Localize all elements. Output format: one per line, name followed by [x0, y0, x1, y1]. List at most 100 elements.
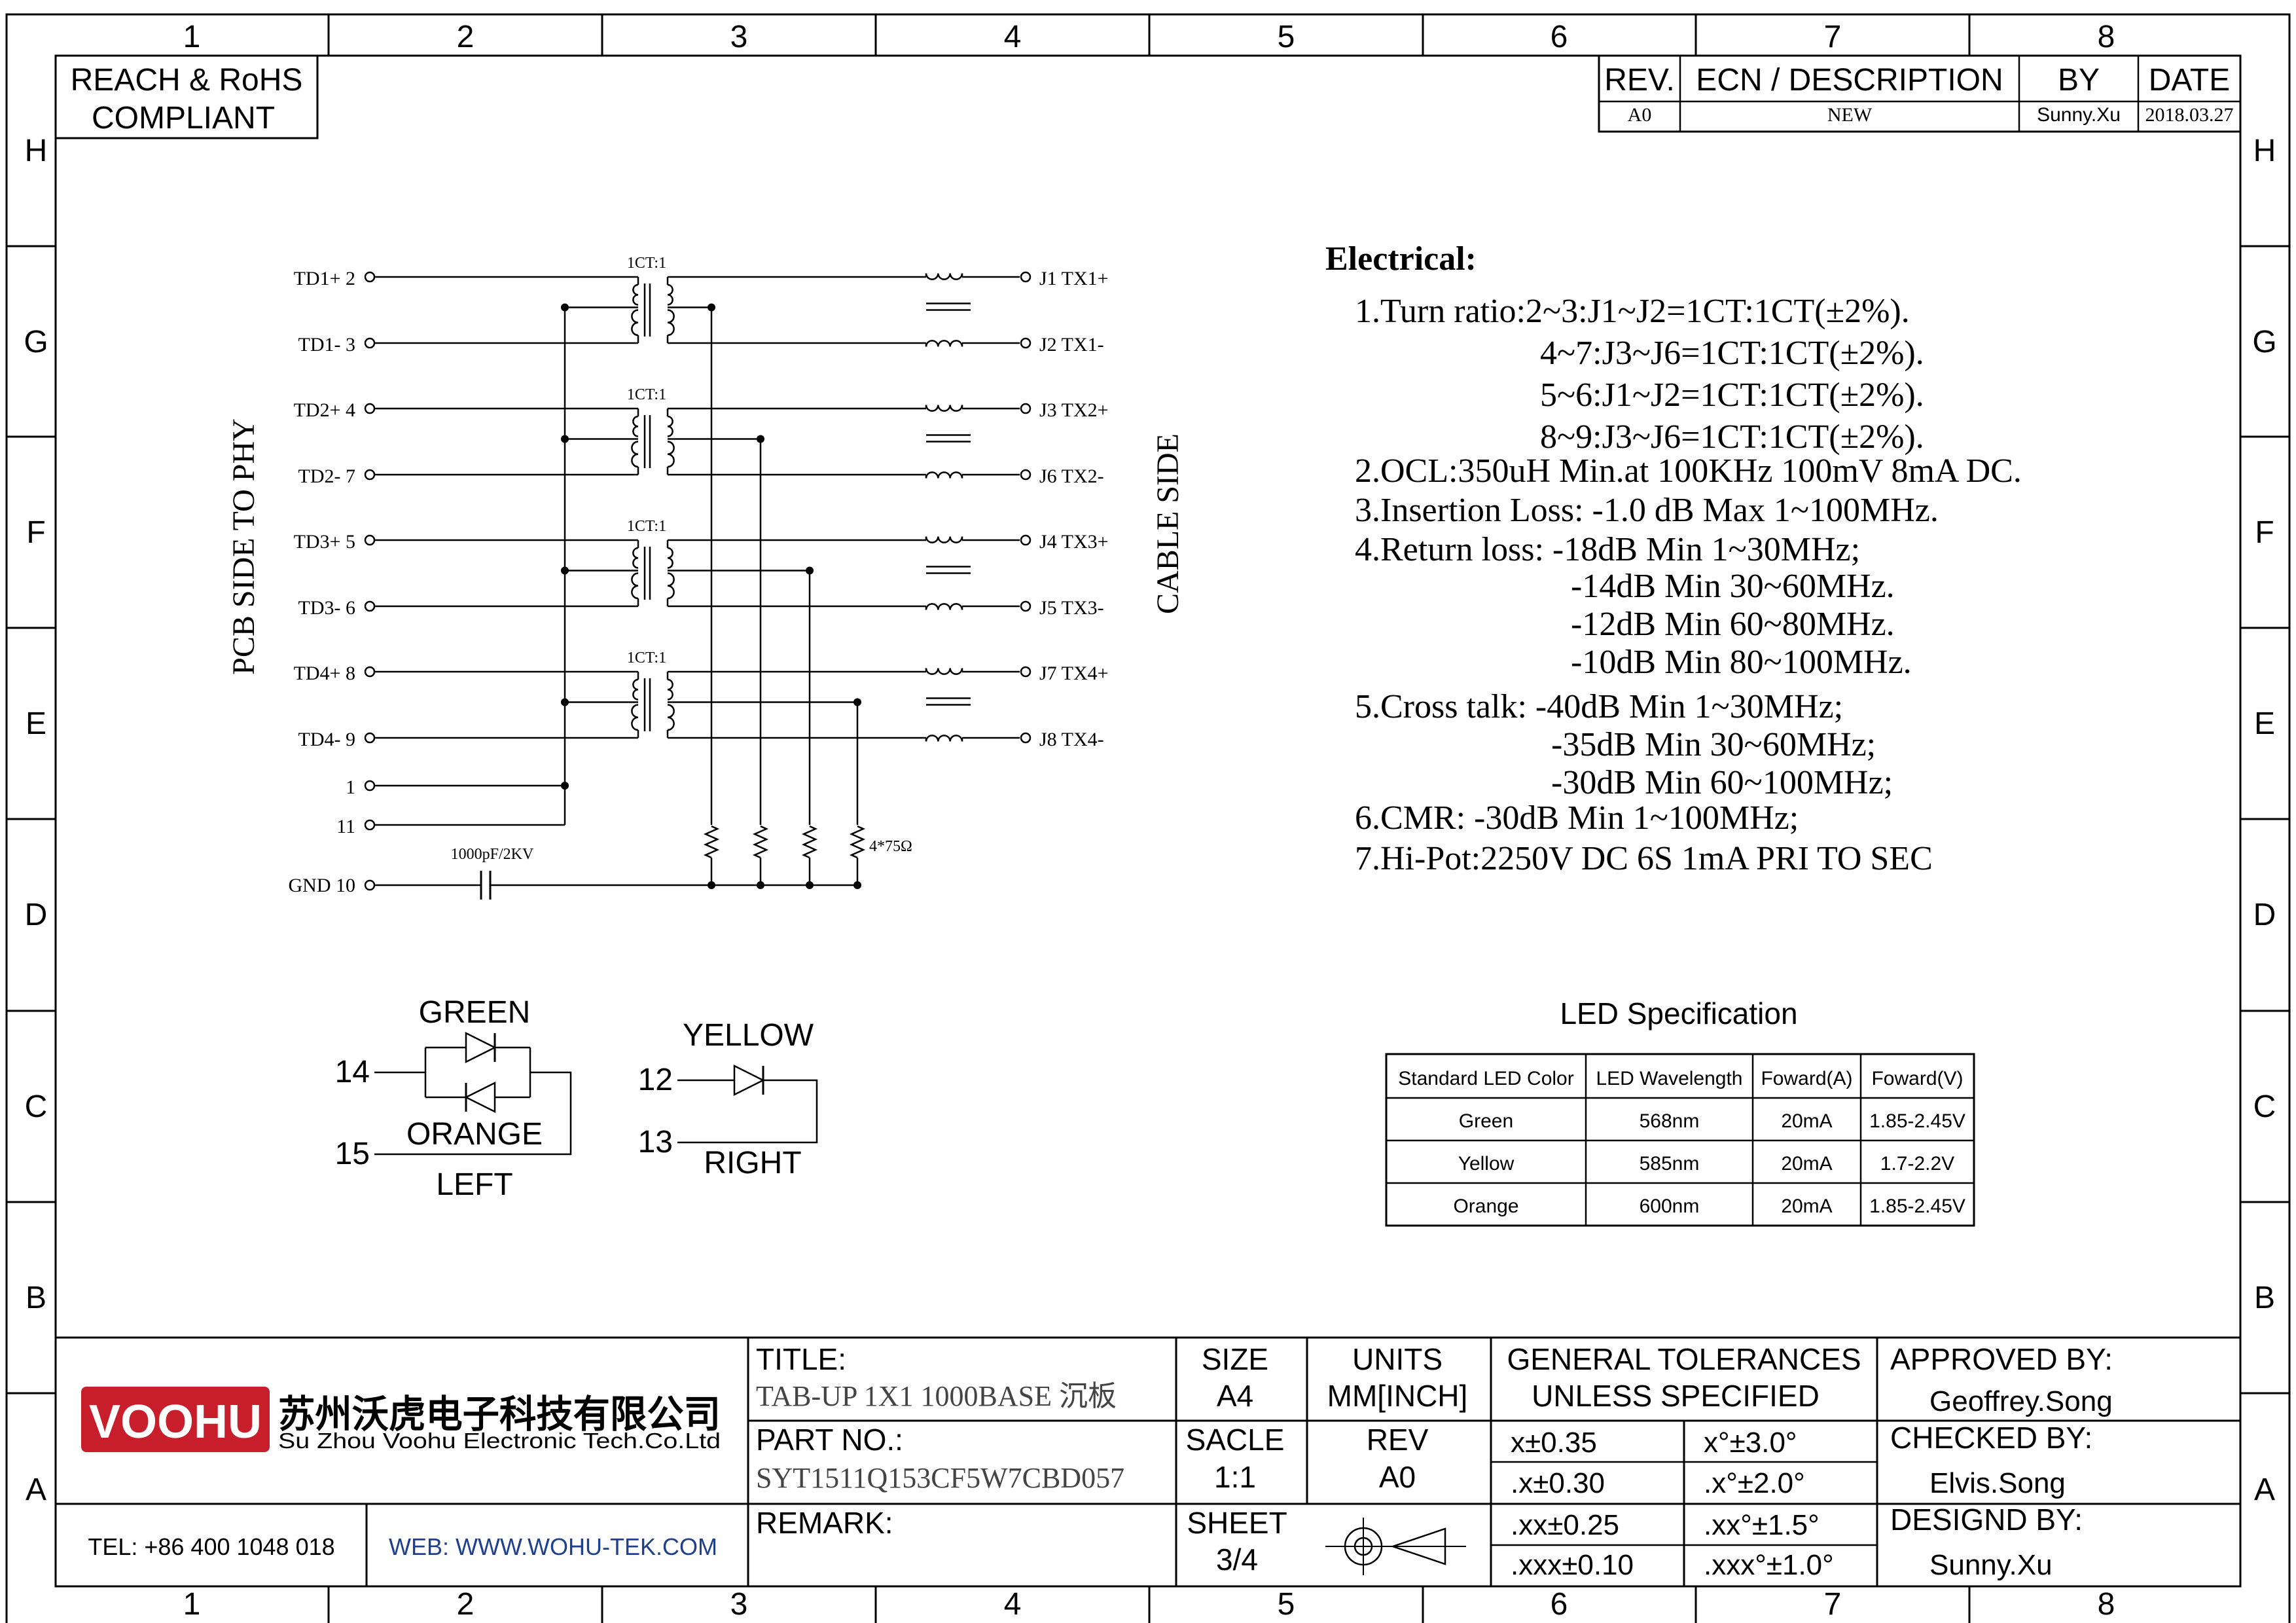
transformer-coil [667, 309, 675, 337]
designed-label: DESIGND BY: [1890, 1503, 2083, 1537]
tolerance-angular: x°±3.0° [1704, 1427, 1797, 1459]
zone-row-label: G [2252, 325, 2276, 359]
led-label: GREEN [419, 995, 531, 1030]
title-value: TAB-UP 1X1 1000BASE 沉板 [756, 1380, 1117, 1412]
transformer-coil [631, 309, 639, 337]
rev-value: A0 [1379, 1460, 1416, 1494]
choke-coil [925, 668, 963, 675]
pin-terminal [1020, 337, 1031, 349]
zone-row-label: A [26, 1472, 46, 1507]
junction-dot [561, 698, 569, 706]
electrical-line: -10dB Min 80~100MHz. [1571, 644, 1912, 681]
compliance-line: COMPLIANT [92, 101, 275, 136]
designed-value: Sunny.Xu [1929, 1549, 2053, 1581]
led-pin-label: 13 [638, 1125, 673, 1159]
pin-label: TD1- 3 [298, 334, 355, 356]
pin-label: J8 TX4- [1039, 729, 1104, 750]
zone-column-label: 3 [730, 1587, 748, 1622]
pin-terminal [364, 469, 376, 481]
zone-row-label: F [2255, 515, 2274, 550]
pin-label: TD2- 7 [298, 465, 355, 487]
zone-row-label: B [2254, 1281, 2275, 1315]
electrical-spec: Electrical:1.Turn ratio:2~3:J1~J2=1CT:1C… [1325, 240, 2022, 877]
ratio-label: 1CT:1 [627, 255, 666, 272]
led-spec-header: Foward(V) [1871, 1068, 1963, 1089]
zone-column-label: 4 [1004, 20, 1022, 54]
scale-label: SACLE [1186, 1423, 1285, 1457]
transformer-coil [667, 547, 673, 569]
pin-label: J3 TX2+ [1039, 399, 1109, 421]
electrical-line: 2.OCL:350uH Min.at 100KHz 100mV 8mA DC. [1355, 452, 2022, 490]
ratio-label: 1CT:1 [627, 518, 666, 535]
transformer-coil [631, 704, 639, 731]
revision-cell: A0 [1628, 104, 1652, 126]
rev-label: REV [1367, 1423, 1429, 1457]
sheet-label: SHEET [1187, 1506, 1287, 1540]
electrical-line: 4.Return loss: -18dB Min 1~30MHz; [1355, 531, 1860, 568]
led-spec-header: LED Wavelength [1596, 1068, 1742, 1089]
revision-cell: Sunny.Xu [2037, 104, 2121, 126]
led-pin-label: 14 [335, 1055, 370, 1089]
choke-coil [925, 405, 963, 412]
transformer-coil [631, 441, 639, 468]
electrical-line: 6.CMR: -30dB Min 1~100MHz; [1355, 799, 1799, 837]
led-label: YELLOW [683, 1018, 814, 1053]
zone-row-label: F [26, 515, 45, 550]
sheet-value: 3/4 [1216, 1542, 1258, 1577]
pin-terminal [364, 271, 376, 283]
pin-terminal [364, 534, 376, 546]
led-pin-label: 12 [638, 1063, 673, 1097]
led-spec-cell: 20mA [1781, 1110, 1832, 1132]
tolerance-angular: .xxx°±1.0° [1704, 1549, 1834, 1581]
pin-terminal [1020, 271, 1031, 283]
electrical-line: 3.Insertion Loss: -1.0 dB Max 1~100MHz. [1355, 492, 1939, 529]
zone-row-label: C [2253, 1089, 2276, 1124]
part-value: SYT1511Q153CF5W7CBD057 [756, 1462, 1124, 1494]
tolerance-header: GENERAL TOLERANCES [1507, 1342, 1861, 1376]
company-web: WEB: WWW.WOHU-TEK.COM [389, 1533, 717, 1560]
pin-label: J2 TX1- [1039, 334, 1104, 356]
revision-header: BY [2058, 63, 2100, 98]
electrical-title: Electrical: [1325, 240, 1477, 278]
junction-dot [561, 435, 569, 443]
led-spec-header: Standard LED Color [1398, 1068, 1573, 1089]
zone-row-label: C [25, 1089, 48, 1124]
pin-terminal [364, 600, 376, 612]
zone-row-label: D [2253, 898, 2276, 932]
zone-column-label: 1 [183, 1587, 201, 1622]
zone-column-label: 8 [2098, 20, 2115, 54]
approved-value: Geoffrey.Song [1929, 1385, 2113, 1417]
remark-label: REMARK: [756, 1506, 893, 1540]
title-block-frame [54, 1336, 2242, 1588]
led-spec-cell: 1.85-2.45V [1869, 1195, 1965, 1217]
pin-label: 1 [346, 776, 355, 798]
led-spec-cell: 568nm [1640, 1110, 1700, 1132]
transformer-coil [667, 441, 675, 468]
junction-dot [806, 881, 814, 889]
checked-label: CHECKED BY: [1890, 1421, 2092, 1455]
transformer-coil [667, 704, 675, 731]
zone-row-label: A [2254, 1472, 2275, 1507]
compliance-line: REACH & RoHS [71, 63, 303, 98]
led-caption: RIGHT [704, 1146, 801, 1180]
choke-coil [925, 471, 963, 479]
pin-terminal [364, 879, 376, 891]
pin-terminal [364, 337, 376, 349]
junction-dot [708, 303, 715, 312]
pin-label: TD1+ 2 [294, 268, 355, 289]
zone-row-label: H [25, 134, 48, 168]
pin-terminal [1020, 469, 1031, 481]
zone-row-label: H [2253, 134, 2276, 168]
transformer-coil [667, 415, 673, 437]
electrical-line: -30dB Min 60~100MHz; [1551, 764, 1893, 801]
zone-column-label: 3 [730, 20, 748, 54]
electrical-line: 4~7:J3~J6=1CT:1CT(±2%). [1540, 335, 1924, 372]
revision-header: REV. [1604, 63, 1675, 98]
transformer-coil [667, 572, 675, 600]
units-value: MM[INCH] [1327, 1379, 1468, 1413]
company-tel: TEL: +86 400 1048 018 [88, 1533, 334, 1560]
pin-terminal [1020, 732, 1031, 744]
